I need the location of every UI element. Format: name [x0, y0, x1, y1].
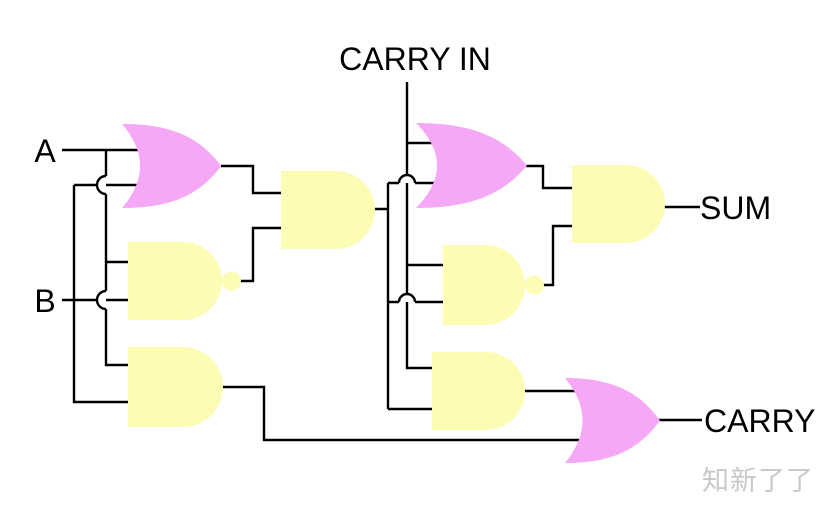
input-label-b: B [34, 283, 56, 319]
wire-or2-out [526, 164, 580, 190]
nand-gate-1 [128, 242, 222, 320]
hop-sum1-over-carryin-bottom-icon [397, 292, 417, 303]
and-gate-combine-1 [281, 171, 375, 249]
and-gate-combine-2 [572, 165, 665, 243]
wire-carry1-net [218, 385, 624, 442]
hop-a-over-or1b-icon [95, 174, 107, 196]
watermark: 知新了了 [702, 466, 814, 496]
wire-crossover-hops [95, 173, 417, 311]
hop-a-over-b-icon [95, 289, 107, 311]
input-label-a: A [34, 133, 56, 169]
or-gate-1 [122, 124, 221, 208]
hop-sum1-over-carryin-top-icon [397, 173, 417, 184]
or-gate-2 [416, 123, 527, 208]
wire-nand2-out [543, 224, 580, 287]
and-gate-carry-2 [432, 352, 525, 430]
output-label-carry: CARRY [704, 403, 816, 439]
and-gate-carry-1 [128, 347, 223, 427]
wire-nand1-out [240, 226, 292, 283]
output-label-sum: SUM [700, 190, 772, 226]
gates [122, 123, 665, 463]
wire-input-a-net [62, 148, 152, 367]
input-label-carry-in: CARRY IN [339, 41, 491, 77]
nand-1-inverter-bubble-icon [222, 271, 241, 291]
nand-2-inverter-bubble-icon [525, 275, 544, 295]
nand-gate-2 [443, 245, 525, 325]
wire-or1-out [221, 164, 292, 195]
or-gate-carry-out [565, 378, 660, 463]
wires [62, 82, 702, 442]
